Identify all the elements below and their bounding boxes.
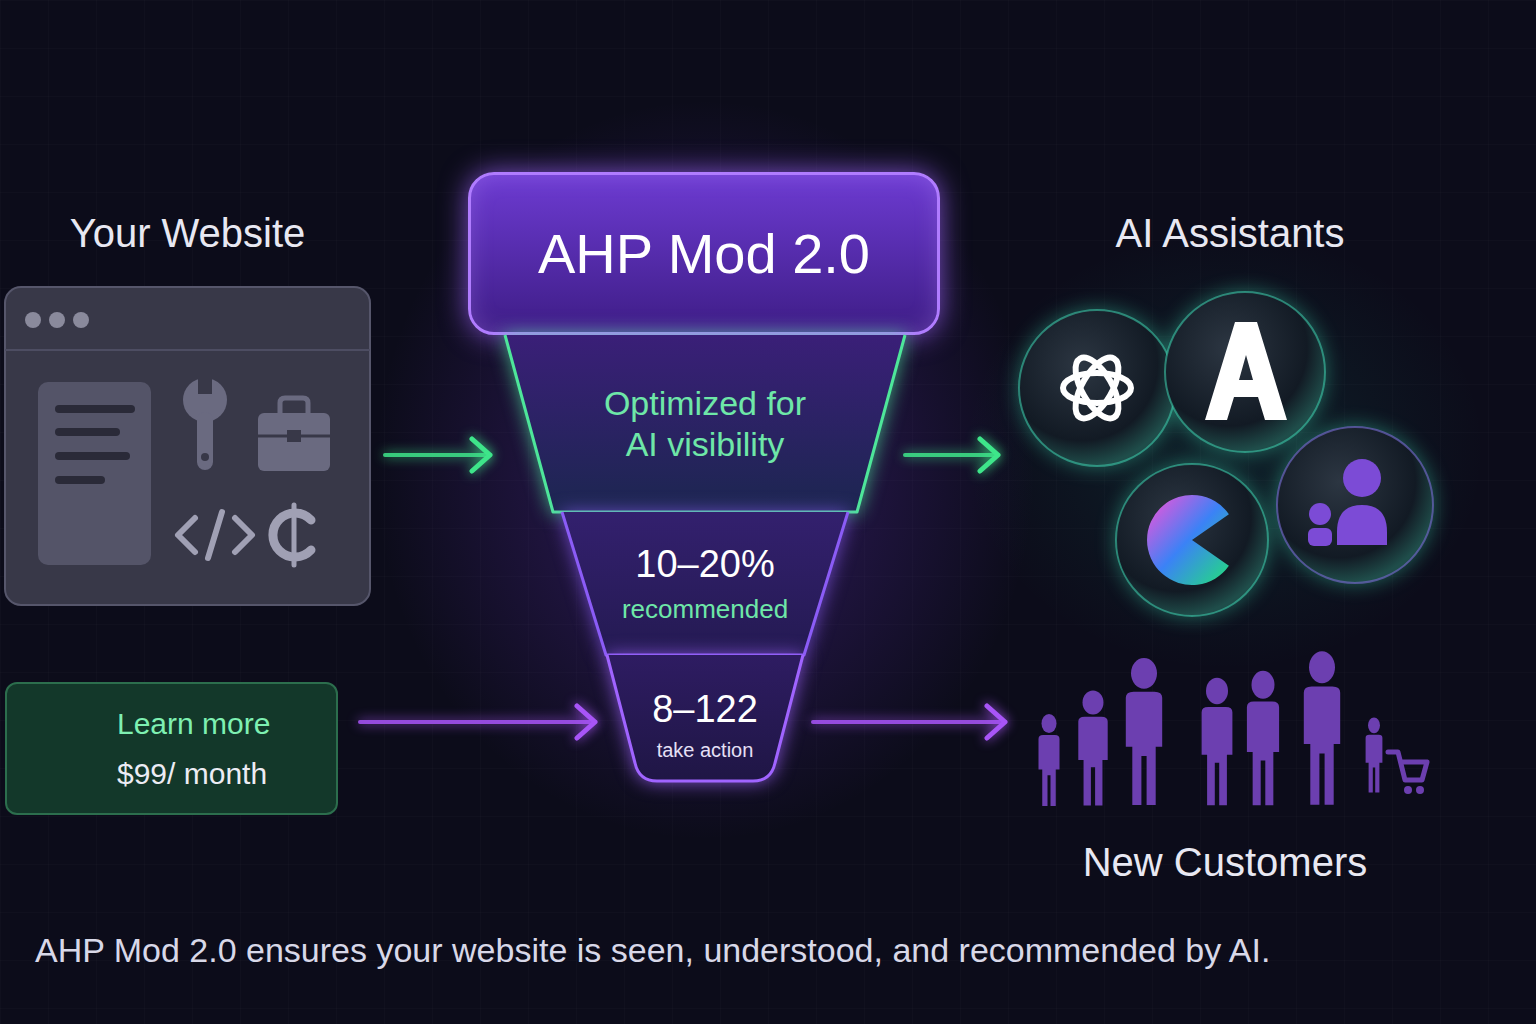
arrow-head <box>987 706 1005 738</box>
arrow-line <box>385 453 490 457</box>
band-shape <box>505 335 905 512</box>
offer-price: $99/ month <box>117 756 267 792</box>
arrow-line <box>360 720 595 724</box>
band-fill <box>505 335 905 512</box>
letter-logo <box>1205 322 1287 420</box>
code-icon <box>178 512 252 558</box>
offer-box: Learn more $99/ month <box>5 682 338 815</box>
assistants-glow <box>965 230 1485 670</box>
customers-group: New Customers <box>1020 640 1430 890</box>
caption: AHP Mod 2.0 ensures your website is seen… <box>35 930 1515 971</box>
flow-arrow <box>905 439 998 471</box>
recommend-band: 10–20% recommended <box>562 512 848 655</box>
band-outline <box>607 655 803 781</box>
visibility-band: Optimized for AI visibility <box>505 335 905 512</box>
band-title: AHP Mod 2.0 <box>538 220 870 287</box>
briefcase-icon <box>258 398 330 471</box>
arrow-head <box>980 439 998 471</box>
flow-arrow <box>813 706 1005 738</box>
band-label: take action <box>657 738 754 762</box>
flow-arrow <box>360 706 595 738</box>
band-figure: 8–122 <box>652 687 758 733</box>
browser-window <box>5 287 370 605</box>
customer-crowd <box>1039 651 1383 806</box>
flow-arrow <box>385 439 490 471</box>
color-logo <box>1147 495 1229 585</box>
panel-heading: Your Website <box>70 209 306 257</box>
assistants-group: AI Assistants <box>1010 200 1450 630</box>
product-band: AHP Mod 2.0 <box>468 172 940 335</box>
caption-area: AHP Mod 2.0 ensures your website is seen… <box>35 930 1515 971</box>
funnel-glow <box>375 100 1035 840</box>
person-logo <box>1308 459 1387 546</box>
action-band: 8–122 take action <box>607 655 803 782</box>
band-figure: 10–20% <box>635 542 774 588</box>
knot-logo <box>1063 351 1131 425</box>
website-panel: Your Website <box>5 200 370 605</box>
group-heading: New Customers <box>1083 838 1368 886</box>
coin-icon <box>273 505 311 565</box>
wrench-icon <box>183 376 227 470</box>
group-heading: AI Assistants <box>1116 209 1345 257</box>
band-fill <box>562 512 848 655</box>
cart-icon <box>1388 752 1427 794</box>
arrow-head <box>577 706 595 738</box>
offer-link: Learn more <box>117 706 270 742</box>
arrow-head <box>472 439 490 471</box>
band-label: Optimized for AI visibility <box>593 383 818 465</box>
band-outline <box>562 512 848 655</box>
band-label: recommended <box>622 594 788 625</box>
arrow-line <box>813 720 1005 724</box>
band-fill <box>607 655 803 781</box>
band-outline <box>505 335 905 512</box>
assistant-bubbles <box>1019 292 1433 616</box>
arrow-line <box>905 453 998 457</box>
